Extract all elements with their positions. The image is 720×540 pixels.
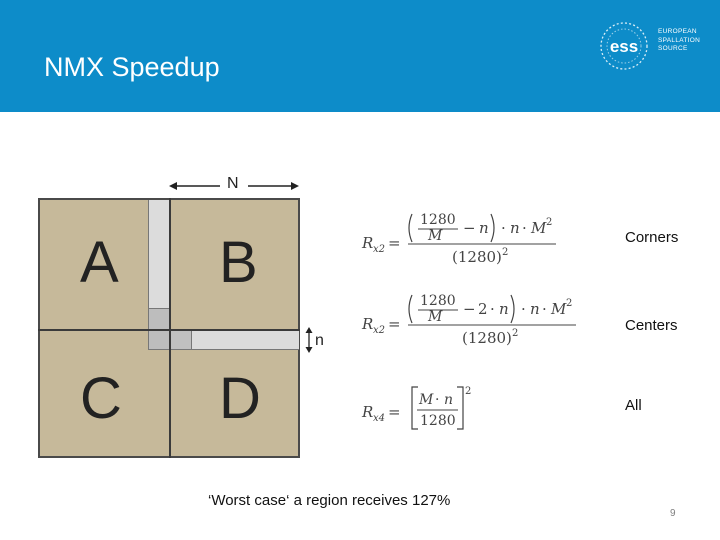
ess-logo: ess EUROPEAN SPALLATION SOURCE — [596, 20, 706, 72]
ess-logo-mark: ess — [610, 37, 638, 56]
quadrant-label-c: C — [80, 366, 122, 431]
header-bar: NMX Speedup ess EUROPEAN SPALLATION SOUR… — [0, 0, 720, 112]
worst-case-caption: ‘Worst case‘ a region receives 127% — [208, 492, 451, 509]
double-arrow-horizontal-icon — [169, 182, 299, 190]
svg-text:·: · — [490, 300, 495, 318]
dimension-n-lower-label: n — [315, 332, 324, 349]
label-all: All — [625, 397, 642, 414]
svg-text:n: n — [510, 219, 520, 237]
formula-centers: R x2 = 1280 M − 2 · n · n · M 2 (1280) 2 — [360, 287, 580, 354]
formula-corners-lhs-sub: x2 — [373, 244, 385, 255]
svg-text:−: − — [463, 300, 476, 318]
formula-all-lhs: R — [361, 403, 373, 421]
label-corners: Corners — [625, 229, 679, 246]
formula-all-exponent: 2 — [465, 386, 471, 397]
formula-all: R x4 = M · n 1280 2 — [360, 383, 480, 440]
quadrant-label-d: D — [219, 366, 261, 431]
dimension-n-upper-label: N — [227, 175, 239, 192]
dimension-n-lower: n — [304, 327, 330, 353]
quadrant-label-b: B — [219, 230, 258, 295]
logo-line-2: SPALLATION — [658, 36, 701, 44]
svg-text:·: · — [435, 392, 439, 408]
svg-text:M: M — [550, 300, 567, 318]
svg-text:2: 2 — [566, 298, 572, 309]
svg-text:(1280): (1280) — [462, 329, 512, 347]
svg-text:−: − — [463, 219, 476, 237]
formula-centers-lhs-sub: x2 — [373, 325, 385, 336]
quadrant-label-a: A — [80, 230, 119, 295]
overlap-strip-vertical — [148, 200, 170, 308]
grid-divider-horizontal — [38, 329, 300, 331]
svg-text:n: n — [479, 219, 489, 237]
formula-corners-lhs: R — [361, 234, 373, 252]
overlap-corner-upper — [148, 308, 170, 330]
svg-text:·: · — [521, 300, 526, 318]
svg-text:2: 2 — [546, 217, 552, 228]
svg-text:·: · — [501, 219, 506, 237]
svg-text:=: = — [388, 315, 401, 333]
slide-title: NMX Speedup — [44, 52, 220, 82]
svg-text:·: · — [522, 219, 527, 237]
svg-text:=: = — [388, 234, 401, 252]
svg-text:M: M — [427, 309, 443, 325]
svg-text:·: · — [542, 300, 547, 318]
svg-text:1280: 1280 — [420, 293, 456, 309]
page-number: 9 — [670, 508, 676, 519]
formula-all-lhs-sub: x4 — [373, 413, 385, 424]
svg-text:n: n — [499, 300, 509, 318]
svg-text:2: 2 — [502, 247, 508, 258]
overlap-corner-lower-left — [148, 330, 170, 350]
svg-text:2: 2 — [478, 300, 488, 318]
svg-text:M: M — [427, 228, 443, 244]
svg-text:(1280): (1280) — [452, 248, 502, 266]
ess-logo-mark-icon: ess — [600, 22, 648, 70]
dimension-n-upper: N — [168, 175, 300, 196]
svg-text:1280: 1280 — [420, 413, 456, 429]
svg-text:2: 2 — [512, 328, 518, 339]
label-centers: Centers — [625, 317, 678, 334]
svg-text:M: M — [530, 219, 547, 237]
overlap-strip-horizontal — [192, 330, 299, 350]
logo-line-1: EUROPEAN — [658, 28, 697, 35]
svg-text:n: n — [530, 300, 540, 318]
svg-text:1280: 1280 — [420, 212, 456, 228]
svg-text:n: n — [444, 392, 453, 408]
double-arrow-vertical-icon — [305, 327, 313, 353]
ess-logo-text: EUROPEAN SPALLATION SOURCE — [658, 28, 710, 54]
svg-text:=: = — [388, 403, 401, 421]
logo-line-3: SOURCE — [658, 45, 688, 52]
svg-text:M: M — [418, 392, 434, 408]
formula-centers-lhs: R — [361, 315, 373, 333]
overlap-corner-lower-right — [170, 330, 192, 350]
grid-divider-vertical — [169, 198, 171, 458]
formula-corners: R x2 = 1280 M − n · n · M 2 (1280) 2 — [360, 206, 560, 273]
